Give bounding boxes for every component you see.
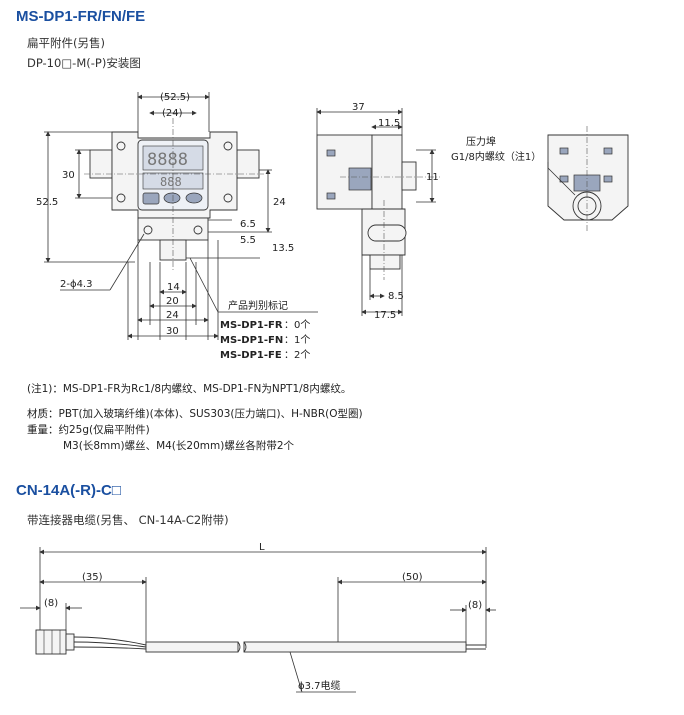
mounting-drawing: 8888 888 (52.5) (24) 52.5 30 24 [36,92,629,361]
dim-hole: 2-ϕ4.3 [60,279,92,290]
port-view-mark [603,147,613,155]
dim-height-overall: 52.5 [36,197,58,208]
connector-boot [65,633,75,651]
note-weight: 重量：约25g(仅扁平附件) [27,424,150,436]
section1-subtitle-mounting: DP-10□-M(-P)安装图 [27,56,141,70]
cable-segment-right [243,641,467,653]
dim-cable-8-left: (8) [44,598,58,609]
dim-5-5: 5.5 [240,235,256,246]
section2-title: CN-14A(-R)-C□ [16,482,121,499]
note-thread-type: (注1)：MS-DP1-FR为Rc1/8内螺纹、MS-DP1-FN为NPT1/8… [27,383,352,395]
marking-model: MS-DP1-FN [220,335,283,346]
side-view: 37 11.5 11 8.5 17.5 [316,102,440,321]
dim-6-5: 6.5 [240,219,256,230]
dim-cable-L: L [259,542,265,553]
dim-width-14: 14 [167,282,180,293]
side-mark [326,192,336,200]
side-fitting [401,161,417,191]
note-screws: M3(长8mm)螺丝、M4(长20mm)螺丝各附带2个 [63,440,294,452]
mount-hole [116,193,126,203]
dim-width-24: 24 [166,310,179,321]
dim-height-30: 30 [62,170,75,181]
dim-side-8-5: 8.5 [388,291,404,302]
mount-hole [223,141,233,151]
mount-hole [116,141,126,151]
display-digits: 8888 [147,150,188,170]
wire [73,636,147,646]
cable-label: ϕ3.7电缆 [298,679,341,692]
port-callout-title: 压力埠 [466,135,496,148]
up-button-icon [163,192,181,204]
dim-13-5: 13.5 [272,243,294,254]
down-button-icon [185,192,203,204]
cable-connector [35,629,67,655]
wire [73,641,147,648]
dim-side-11-5: 11.5 [378,118,400,129]
dim-cable-8-right: (8) [468,600,482,611]
dim-width-overall: (52.5) [160,92,190,103]
marking-count: ：1个 [284,334,310,346]
marking-list: MS-DP1-FR ：0个 MS-DP1-FN ：1个 MS-DP1-FE ：2… [220,319,310,361]
port-callout-thread: G1/8内螺纹（注1） [451,150,541,163]
bottom-hole [143,225,153,235]
section1-title: MS-DP1-FR/FN/FE [16,8,146,25]
sub-display-digits: 888 [160,175,182,189]
marking-model: MS-DP1-FR [220,320,283,331]
cable-drawing: L (35) (50) (8) (8) ϕ3.7电缆 [20,542,496,693]
side-mark [326,149,336,157]
marking-count: ：2个 [284,349,310,361]
port-view-mark [559,147,569,155]
port-view-mark [603,175,613,183]
dim-side-11: 11 [426,172,439,183]
side-connector [348,167,372,191]
dim-width-30: 30 [166,326,179,337]
wire [73,646,147,650]
dim-cable-50: (50) [402,572,423,583]
bottom-hole [193,225,203,235]
note-material: 材质：PBT(加入玻璃纤维)(本体)、SUS303(压力端口)、H-NBR(O型… [27,408,363,420]
dim-width-20: 20 [166,296,179,307]
attachment-side [371,134,403,210]
mount-hole [223,193,233,203]
dim-height-24: 24 [273,197,286,208]
section2-subtitle: 带连接器电缆(另售、 CN-14A-C2附带) [27,513,229,527]
mode-button-icon [142,192,160,205]
side-port-stub [369,254,401,270]
dim-side-37: 37 [352,102,365,113]
section1-subtitle-accessory: 扁平附件(另售) [27,36,105,50]
marking-model: MS-DP1-FE [220,350,282,361]
marking-count: ：0个 [284,319,310,331]
front-view: 8888 888 (52.5) (24) 52.5 30 24 [36,92,318,361]
cable-segment-left [145,641,239,653]
dim-side-17-5: 17.5 [374,310,396,321]
port-view-mark [559,175,569,183]
marking-title: 产品判别标记 [228,299,288,312]
dim-width-inner: (24) [162,108,183,119]
side-port-slot [367,224,407,242]
port-view: 压力埠 G1/8内螺纹（注1） [451,126,629,232]
dim-cable-35: (35) [82,572,103,583]
